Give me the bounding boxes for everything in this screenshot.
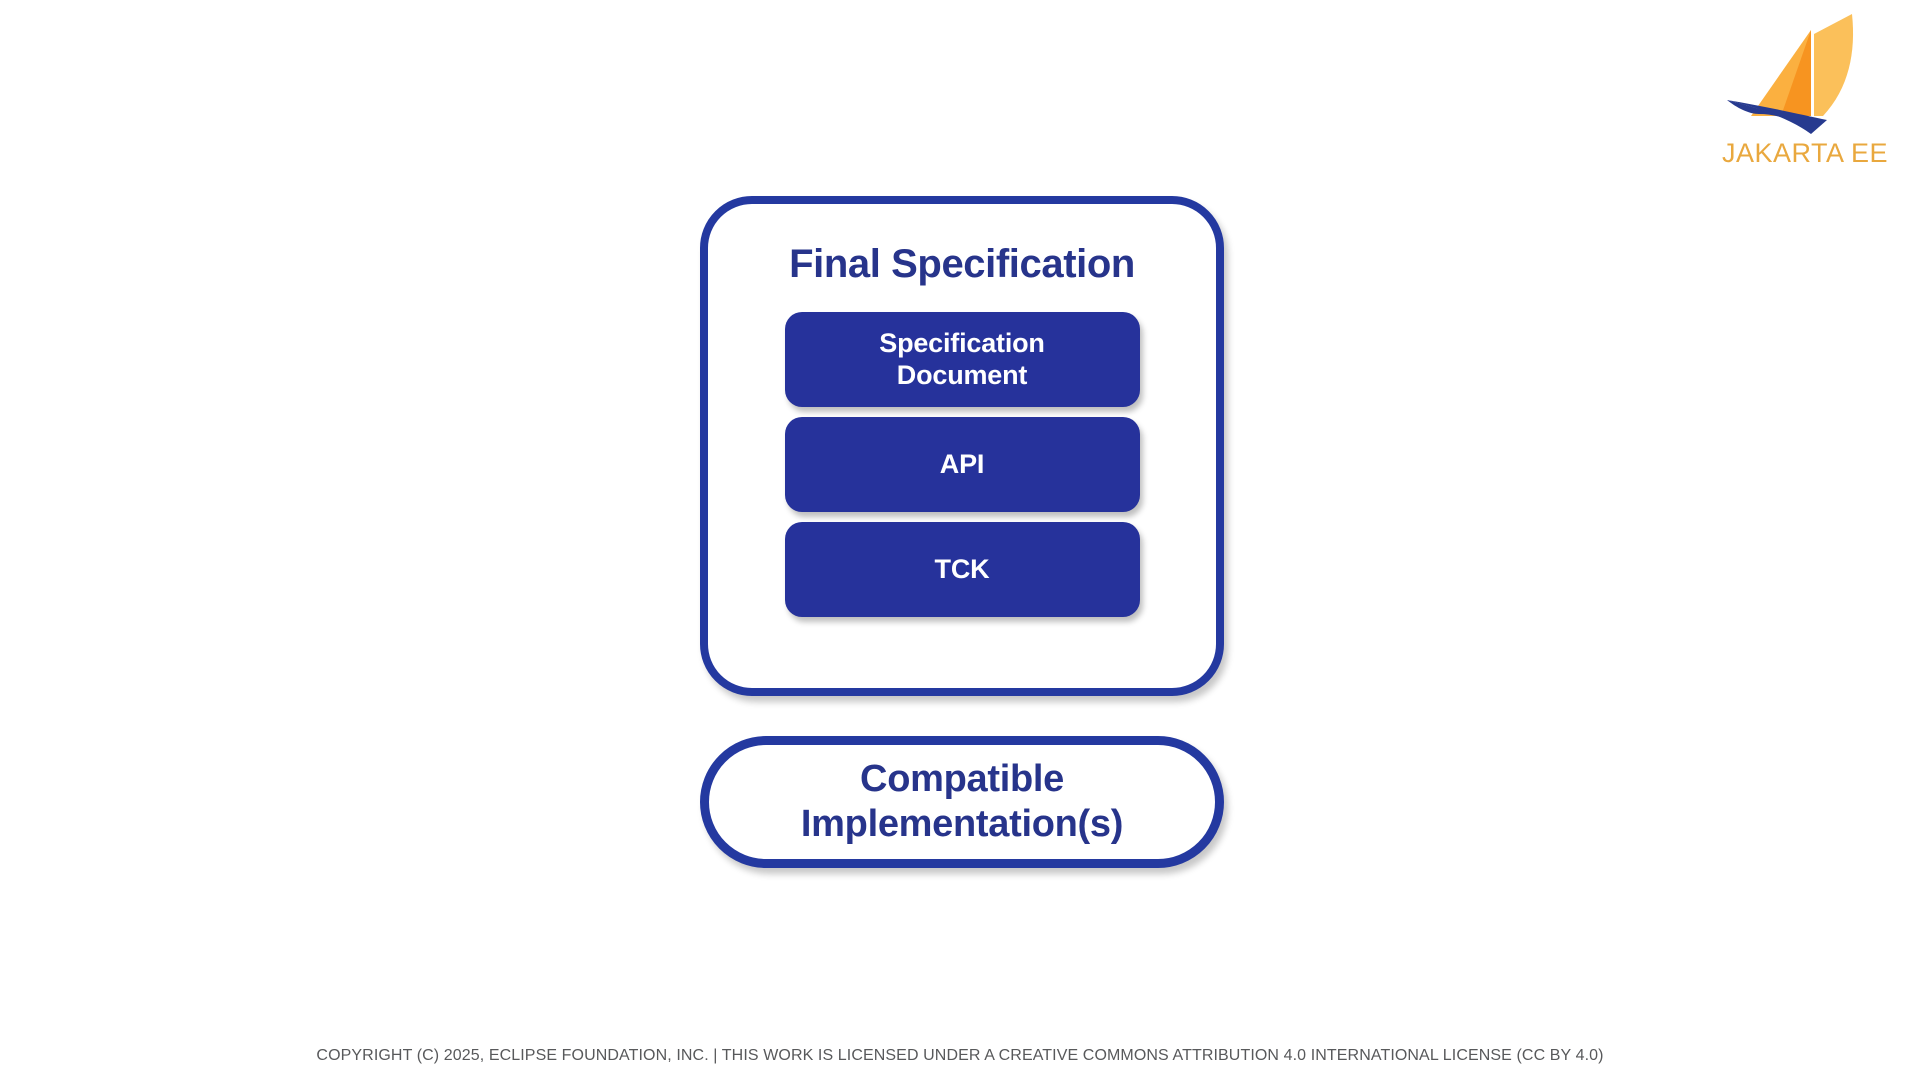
jakarta-ee-logo: JAKARTA EE xyxy=(1700,8,1910,188)
jakarta-ee-wordmark: JAKARTA EE xyxy=(1721,138,1889,168)
artifact-specification-document: Specification Document xyxy=(784,312,1140,407)
final-specification-title: Final Specification xyxy=(789,242,1135,286)
artifact-api: API xyxy=(784,417,1140,512)
compatible-implementations-pill: Compatible Implementation(s) xyxy=(700,736,1224,868)
copyright-footer: COPYRIGHT (C) 2025, ECLIPSE FOUNDATION, … xyxy=(316,1047,1604,1064)
artifact-tck: TCK xyxy=(784,522,1140,617)
jakarta-ee-sailboat-icon xyxy=(1727,14,1854,134)
specification-artifact-list: Specification Document API TCK xyxy=(784,312,1140,617)
final-specification-container: Final Specification Specification Docume… xyxy=(700,196,1224,696)
